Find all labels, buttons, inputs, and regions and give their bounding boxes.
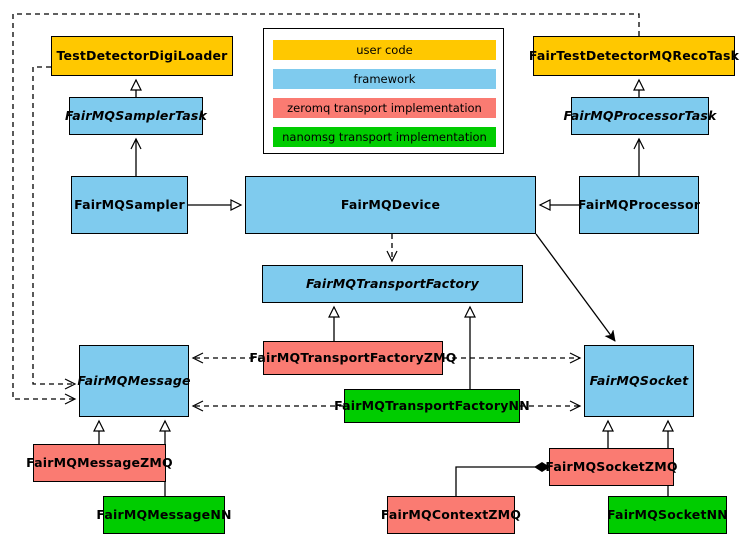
class-node-label: FairMQProcessorTask xyxy=(563,108,717,124)
legend-item-user-code: user code xyxy=(273,40,496,60)
class-node-label: FairMQContextZMQ xyxy=(380,507,522,523)
class-node-testdetectordigiloader[interactable]: TestDetectorDigiLoader xyxy=(51,36,233,76)
class-node-label: FairMQMessage xyxy=(77,373,191,389)
class-node-label: TestDetectorDigiLoader xyxy=(56,48,228,64)
class-node-fairmqcontextzmq[interactable]: FairMQContextZMQ xyxy=(381,496,521,534)
class-node-fairmqtransportfactorynn[interactable]: FairMQTransportFactoryNN xyxy=(334,389,530,423)
class-node-label: FairMQMessageNN xyxy=(96,507,232,523)
edge-socketzmq-to-contextzmq xyxy=(455,462,550,496)
legend-item-framework: framework xyxy=(273,69,496,89)
class-node-label: FairMQTransportFactoryNN xyxy=(334,398,530,414)
legend-label: user code xyxy=(356,43,413,57)
class-node-label: FairMQSamplerTask xyxy=(64,108,208,124)
class-node-label: FairMQProcessor xyxy=(577,197,701,213)
legend-item-nanomsg: nanomsg transport implementation xyxy=(273,127,496,147)
class-node-label: FairMQSocket xyxy=(589,373,689,389)
class-node-fairmqsocketzmq[interactable]: FairMQSocketZMQ xyxy=(545,448,677,486)
class-node-label: FairMQTransportFactoryZMQ xyxy=(249,350,457,366)
class-node-label: FairMQTransportFactory xyxy=(305,276,480,292)
class-node-fairmqtransportfactoryzmq[interactable]: FairMQTransportFactoryZMQ xyxy=(249,341,456,375)
class-node-label: FairTestDetectorMQRecoTask xyxy=(528,48,740,64)
edge-device-to-socket xyxy=(535,233,615,341)
class-node-fairmqprocessor[interactable]: FairMQProcessor xyxy=(577,176,701,234)
class-node-fairmqdevice[interactable]: FairMQDevice xyxy=(245,176,536,234)
legend-panel: user code framework zeromq transport imp… xyxy=(263,28,504,154)
class-node-fairmqmessage[interactable]: FairMQMessage xyxy=(77,345,191,417)
class-node-fairmqsocketnn[interactable]: FairMQSocketNN xyxy=(607,496,728,534)
legend-item-zeromq: zeromq transport implementation xyxy=(273,98,496,118)
class-node-fairmqmessagenn[interactable]: FairMQMessageNN xyxy=(96,496,231,534)
class-node-label: FairMQSampler xyxy=(74,197,185,213)
class-node-fairmqsamplertask[interactable]: FairMQSamplerTask xyxy=(65,97,207,135)
class-node-fairmqtransportfactory[interactable]: FairMQTransportFactory xyxy=(262,265,523,303)
legend-label: framework xyxy=(353,72,416,86)
class-node-fairtestdetectormqrecotask[interactable]: FairTestDetectorMQRecoTask xyxy=(529,36,739,76)
class-node-label: FairMQMessageZMQ xyxy=(26,455,173,471)
class-node-label: FairMQSocketNN xyxy=(607,507,728,523)
class-node-fairmqmessagezmq[interactable]: FairMQMessageZMQ xyxy=(26,444,173,482)
legend-label: zeromq transport implementation xyxy=(287,101,482,115)
class-node-fairmqsampler[interactable]: FairMQSampler xyxy=(71,176,188,234)
class-node-label: FairMQDevice xyxy=(340,197,441,213)
legend-label: nanomsg transport implementation xyxy=(282,130,487,144)
class-node-label: FairMQSocketZMQ xyxy=(545,459,678,475)
class-node-fairmqprocessortask[interactable]: FairMQProcessorTask xyxy=(563,97,716,135)
class-node-fairmqsocket[interactable]: FairMQSocket xyxy=(584,345,694,417)
